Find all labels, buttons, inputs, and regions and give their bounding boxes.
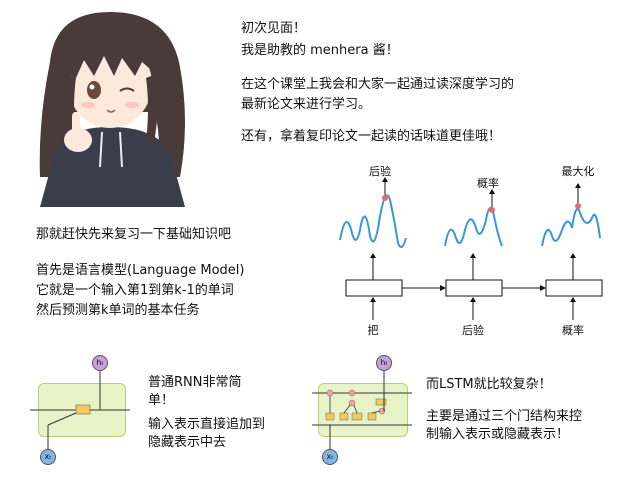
input-node: xₜ <box>322 449 338 465</box>
rnn-cell-box <box>445 279 503 297</box>
intro-greeting: 初次见面！ <box>241 21 307 36</box>
lm-bottom-label: 把 <box>368 323 379 337</box>
lm-top-label: 后验 <box>369 164 391 178</box>
output-node: hₜ <box>376 355 392 371</box>
language-model-diagram: 后验 概率 最大化 把 后验 概率 <box>339 164 603 337</box>
tanh-layer <box>75 404 91 415</box>
lstm-line: 而LSTM就比较复杂！ <box>426 377 552 392</box>
peak-marker <box>489 207 495 213</box>
peak-marker <box>575 203 581 209</box>
rnn-cell-diagram: hₜ xₜ <box>30 355 130 465</box>
input-gate <box>339 412 349 421</box>
lstm-cell-diagram: hₜ xₜ <box>312 355 412 465</box>
probability-wave <box>339 194 407 248</box>
forget-gate <box>325 412 335 421</box>
rnn-line: 隐藏表示中去 <box>148 435 227 450</box>
lstm-description: 而LSTM就比较复杂！ 主要是通过三个门结构来控 制输入表示或隐藏表示！ <box>426 376 631 444</box>
probability-wave <box>444 207 503 247</box>
peak-marker <box>382 195 388 201</box>
lm-top-label: 最大化 <box>562 164 595 178</box>
intro-course-line-2: 最新论文来进行学习。 <box>241 97 372 112</box>
intro-tip: 还有，拿着复印论文一起读的话味道更佳哦！ <box>241 129 502 144</box>
review-definition-line-2: 然后预测第k单词的基本任务 <box>36 303 200 318</box>
intro-course-line-1: 在这个课堂上我会和大家一起通过读深度学习的 <box>241 77 515 92</box>
output-node: hₜ <box>92 355 108 371</box>
rnn-cell-box <box>345 279 403 297</box>
candidate-layer <box>351 412 363 421</box>
lm-bottom-label: 后验 <box>462 323 484 337</box>
rnn-line: 输入表示直接追加到 <box>148 417 266 432</box>
output-gate <box>367 412 377 421</box>
lstm-cell-background <box>318 383 408 437</box>
lstm-line: 制输入表示或隐藏表示！ <box>426 427 570 442</box>
review-language-model: 首先是语言模型(Language Model) <box>36 263 245 278</box>
rnn-line: 单！ <box>148 393 175 408</box>
input-node: xₜ <box>40 449 56 465</box>
lstm-line: 主要是通过三个门结构来控 <box>426 409 583 424</box>
review-heading: 那就赶快先来复习一下基础知识吧 <box>36 227 232 242</box>
review-definition-line-1: 它就是一个输入第1到第k-1的单词 <box>36 283 234 298</box>
menhera-illustration <box>39 12 185 207</box>
lm-top-label: 概率 <box>477 176 499 190</box>
intro-self-introduction: 我是助教的 menhera 酱！ <box>241 43 399 58</box>
probability-wave <box>541 208 601 247</box>
lm-bottom-label: 概率 <box>562 323 584 337</box>
rnn-description: 普通RNN非常简 单！ 输入表示直接追加到 隐藏表示中去 <box>148 374 288 452</box>
rnn-cell-box <box>545 279 603 297</box>
rnn-line: 普通RNN非常简 <box>148 375 242 390</box>
